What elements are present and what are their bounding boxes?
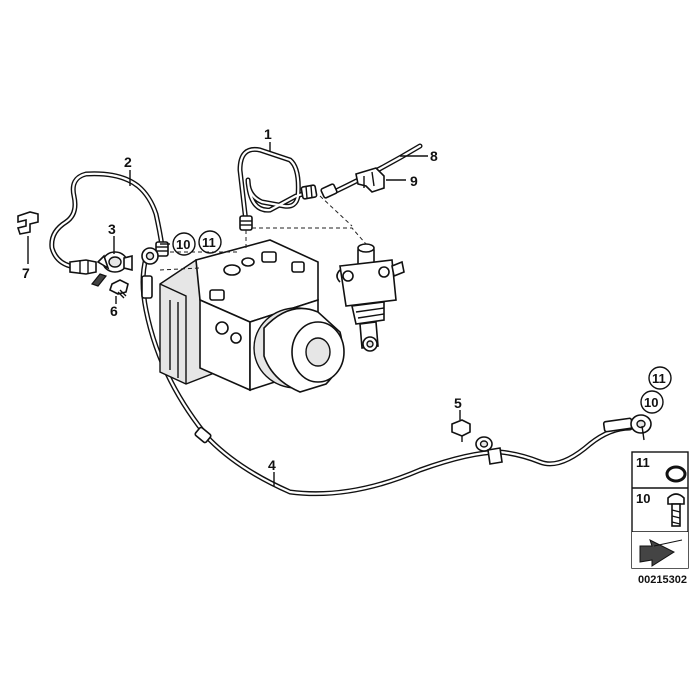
- callout-9: 9: [410, 173, 418, 189]
- leader-lines: [27, 142, 645, 486]
- callout-circle-11-left: [198, 230, 222, 254]
- callout-10-right: 10: [644, 395, 658, 410]
- callout-circle-10-left: [172, 232, 196, 256]
- part-3-banjo-fitting: [90, 251, 133, 287]
- master-cylinder: [336, 243, 405, 352]
- banjo-bolt-icon: [667, 493, 685, 527]
- arrow-icon: [632, 532, 688, 568]
- part-9-clamp: [355, 167, 385, 193]
- callout-3: 3: [108, 221, 116, 237]
- part-6-bolt: [109, 279, 129, 299]
- legend-label-10: 10: [636, 491, 650, 506]
- callouts: 1 2 3 4 5 6 7 8 9 10 11 11 10: [22, 126, 672, 473]
- legend-label-11: 11: [636, 455, 650, 470]
- abs-hydraulic-unit: [159, 239, 345, 393]
- callout-circle-10-right: [640, 390, 664, 414]
- callout-7: 7: [22, 265, 30, 281]
- sealing-ring-icon: [665, 465, 687, 483]
- callout-circle-11-right: [648, 366, 672, 390]
- reference-number: 00215302: [638, 574, 687, 586]
- part-2-brake-line: [49, 171, 169, 275]
- part-5-bolt: [451, 419, 471, 442]
- callout-2: 2: [124, 154, 132, 170]
- callout-10-left: 10: [176, 237, 190, 252]
- callout-11-left: 11: [202, 235, 216, 250]
- parts-legend: 11 10: [631, 451, 689, 569]
- callout-8: 8: [430, 148, 438, 164]
- callout-1: 1: [264, 126, 272, 142]
- callout-6: 6: [110, 303, 118, 319]
- callout-11-right: 11: [652, 371, 666, 386]
- part-7-clip: [16, 211, 39, 235]
- callout-4: 4: [268, 457, 276, 473]
- callout-5: 5: [454, 395, 462, 411]
- part-1-brake-line: [237, 146, 318, 231]
